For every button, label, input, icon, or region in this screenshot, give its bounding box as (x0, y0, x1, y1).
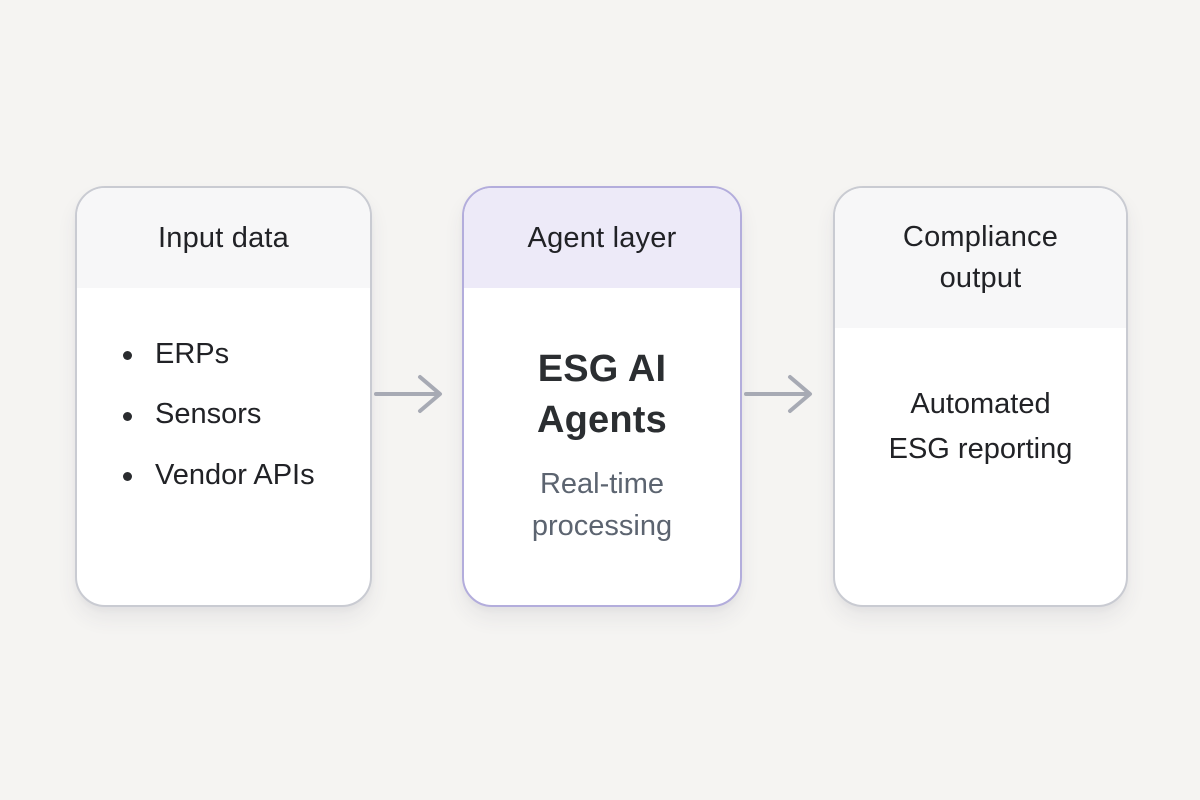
bullet-dot-icon (123, 471, 132, 481)
card-agent-layer-header: Agent layer (464, 188, 740, 288)
list-item-label: Sensors (155, 398, 262, 431)
card-compliance-output-body: Automated ESG reporting (835, 328, 1126, 472)
card-agent-layer-body: ESG AI Agents Real-time processing (464, 288, 740, 547)
card-input-data-header: Input data (77, 188, 370, 288)
bullet-dot-icon (123, 351, 132, 361)
bullet-dot-icon (123, 411, 132, 421)
list-item-label: Vendor APIs (155, 458, 315, 491)
card-input-data-title: Input data (158, 221, 289, 254)
list-item: ERPs (123, 338, 360, 371)
card-compliance-output-title: Compliance output (902, 221, 1059, 294)
list-item: Vendor APIs (123, 459, 360, 492)
list-item: Sensors (123, 398, 360, 431)
arrow-right-icon (374, 372, 448, 416)
card-input-data: Input data ERPs Sensors Vendor APIs (75, 186, 372, 607)
agent-subtitle: Real-time processing (531, 467, 673, 542)
agent-title: ESG AI Agents (537, 348, 667, 442)
arrow-right-icon (744, 372, 818, 416)
card-compliance-output: Compliance output Automated ESG reportin… (833, 186, 1128, 607)
card-input-data-body: ERPs Sensors Vendor APIs (77, 288, 370, 492)
card-agent-layer-title: Agent layer (527, 221, 677, 254)
card-agent-layer: Agent layer ESG AI Agents Real-time proc… (462, 186, 742, 607)
list-item-label: ERPs (155, 338, 230, 370)
card-compliance-output-header: Compliance output (835, 188, 1126, 328)
compliance-output-text: Automated ESG reporting (888, 388, 1073, 465)
input-sources-list: ERPs Sensors Vendor APIs (77, 288, 370, 492)
